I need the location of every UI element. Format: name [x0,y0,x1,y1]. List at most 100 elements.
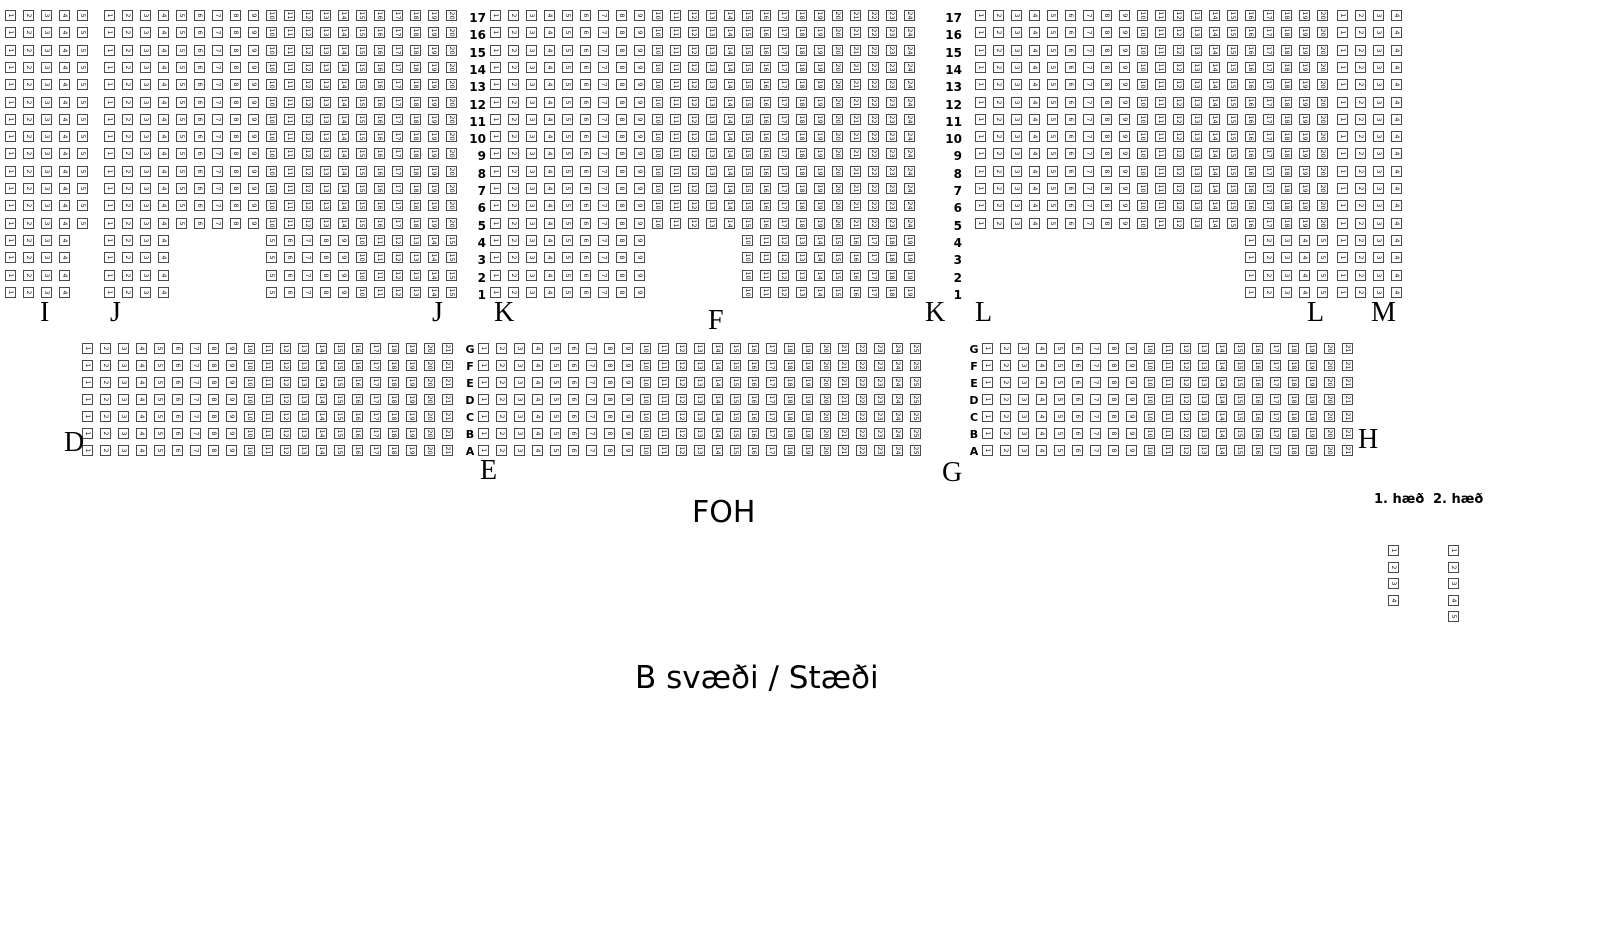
seat[interactable]: 17 [392,217,403,229]
seat[interactable]: 22 [856,394,867,405]
seat[interactable]: 20 [424,394,435,405]
seat[interactable]: 16 [1245,79,1256,91]
seat[interactable]: 2 [122,96,133,108]
seat[interactable]: 13 [320,27,331,39]
seat[interactable]: 3 [526,286,537,298]
seat[interactable]: 11 [760,234,771,246]
seat[interactable]: 16 [748,343,759,354]
seat[interactable]: 12 [302,200,313,212]
seat[interactable]: 17 [370,377,381,388]
seat[interactable]: 11 [670,10,681,21]
seat[interactable]: 9 [226,377,237,388]
seat[interactable]: 1 [82,428,93,439]
seat[interactable]: 10 [266,61,277,73]
seat[interactable]: 15 [356,44,367,56]
seat[interactable]: 1 [1337,252,1348,264]
seat[interactable]: 15 [446,234,457,246]
seat[interactable]: 5 [176,96,187,108]
seat[interactable]: 15 [742,148,753,160]
seat[interactable]: 2 [1355,131,1366,143]
seat[interactable]: 9 [634,286,645,298]
seat[interactable]: 7 [212,165,223,177]
seat[interactable]: 15 [742,165,753,177]
seat[interactable]: 4 [544,269,555,281]
seat[interactable]: 1 [490,200,501,212]
seat[interactable]: 5 [1047,113,1058,125]
seat[interactable]: 17 [392,165,403,177]
seat[interactable]: 21 [850,96,861,108]
seat[interactable]: 13 [1191,183,1202,194]
seat[interactable]: 20 [446,200,457,212]
seat[interactable]: 6 [580,61,591,73]
seat[interactable]: 5 [176,217,187,229]
seat[interactable]: 1 [1337,10,1348,21]
seat[interactable]: 5 [562,252,573,264]
seat[interactable]: 13 [320,217,331,229]
seat[interactable]: 5 [77,165,88,177]
seat[interactable]: 4 [158,148,169,160]
seat[interactable]: 7 [302,269,313,281]
seat[interactable]: 17 [1263,113,1274,125]
seat[interactable]: 8 [616,79,627,91]
seat[interactable]: 18 [796,96,807,108]
seat[interactable]: 7 [212,217,223,229]
seat[interactable]: 11 [284,217,295,229]
seat[interactable]: 18 [796,27,807,39]
seat[interactable]: 4 [544,183,555,194]
seat[interactable]: 2 [508,44,519,56]
seat[interactable]: 20 [446,61,457,73]
seat[interactable]: 20 [820,428,831,439]
seat[interactable]: 14 [712,343,723,354]
seat[interactable]: 3 [41,200,52,212]
seat[interactable]: 18 [1281,61,1292,73]
seat[interactable]: 1 [478,445,489,456]
seat[interactable]: 9 [622,360,633,371]
seat[interactable]: 2 [508,286,519,298]
seat[interactable]: 4 [1036,360,1047,371]
seat[interactable]: 4 [1036,343,1047,354]
seat[interactable]: 14 [1209,96,1220,108]
seat[interactable]: 7 [586,394,597,405]
seat[interactable]: 4 [1391,183,1402,194]
seat[interactable]: 1 [1337,79,1348,91]
seat[interactable]: 16 [760,131,771,143]
seat[interactable]: 18 [784,343,795,354]
seat[interactable]: 12 [1180,360,1191,371]
seat[interactable]: 3 [526,113,537,125]
seat[interactable]: 2 [508,96,519,108]
seat[interactable]: 18 [410,27,421,39]
seat[interactable]: 10 [640,377,651,388]
seat[interactable]: 3 [514,428,525,439]
seat[interactable]: 18 [410,165,421,177]
seat[interactable]: 12 [302,27,313,39]
seat[interactable]: 10 [652,200,663,212]
seat[interactable]: 6 [172,343,183,354]
seat[interactable]: 6 [194,113,205,125]
seat[interactable]: 13 [796,252,807,264]
seat[interactable]: 3 [1011,183,1022,194]
seat[interactable]: 9 [338,252,349,264]
seat[interactable]: 6 [1065,183,1076,194]
seat[interactable]: 14 [724,200,735,212]
seat[interactable]: 12 [778,252,789,264]
seat[interactable]: 20 [1324,445,1335,456]
seat[interactable]: 14 [814,234,825,246]
seat[interactable]: 2 [122,27,133,39]
seat[interactable]: 18 [1281,165,1292,177]
seat[interactable]: 8 [616,183,627,194]
seat[interactable]: 7 [190,394,201,405]
seat[interactable]: 14 [1209,44,1220,56]
seat[interactable]: 12 [688,217,699,229]
seat[interactable]: 6 [194,27,205,39]
seat[interactable]: 19 [1299,10,1310,21]
seat[interactable]: 21 [1342,394,1353,405]
seat[interactable]: 12 [778,269,789,281]
seat[interactable]: 18 [796,44,807,56]
seat[interactable]: 20 [1324,394,1335,405]
seat[interactable]: 1 [982,377,993,388]
seat[interactable]: 14 [316,394,327,405]
seat[interactable]: 16 [748,360,759,371]
seat[interactable]: 13 [694,428,705,439]
seat[interactable]: 17 [766,411,777,422]
seat[interactable]: 7 [1083,131,1094,143]
